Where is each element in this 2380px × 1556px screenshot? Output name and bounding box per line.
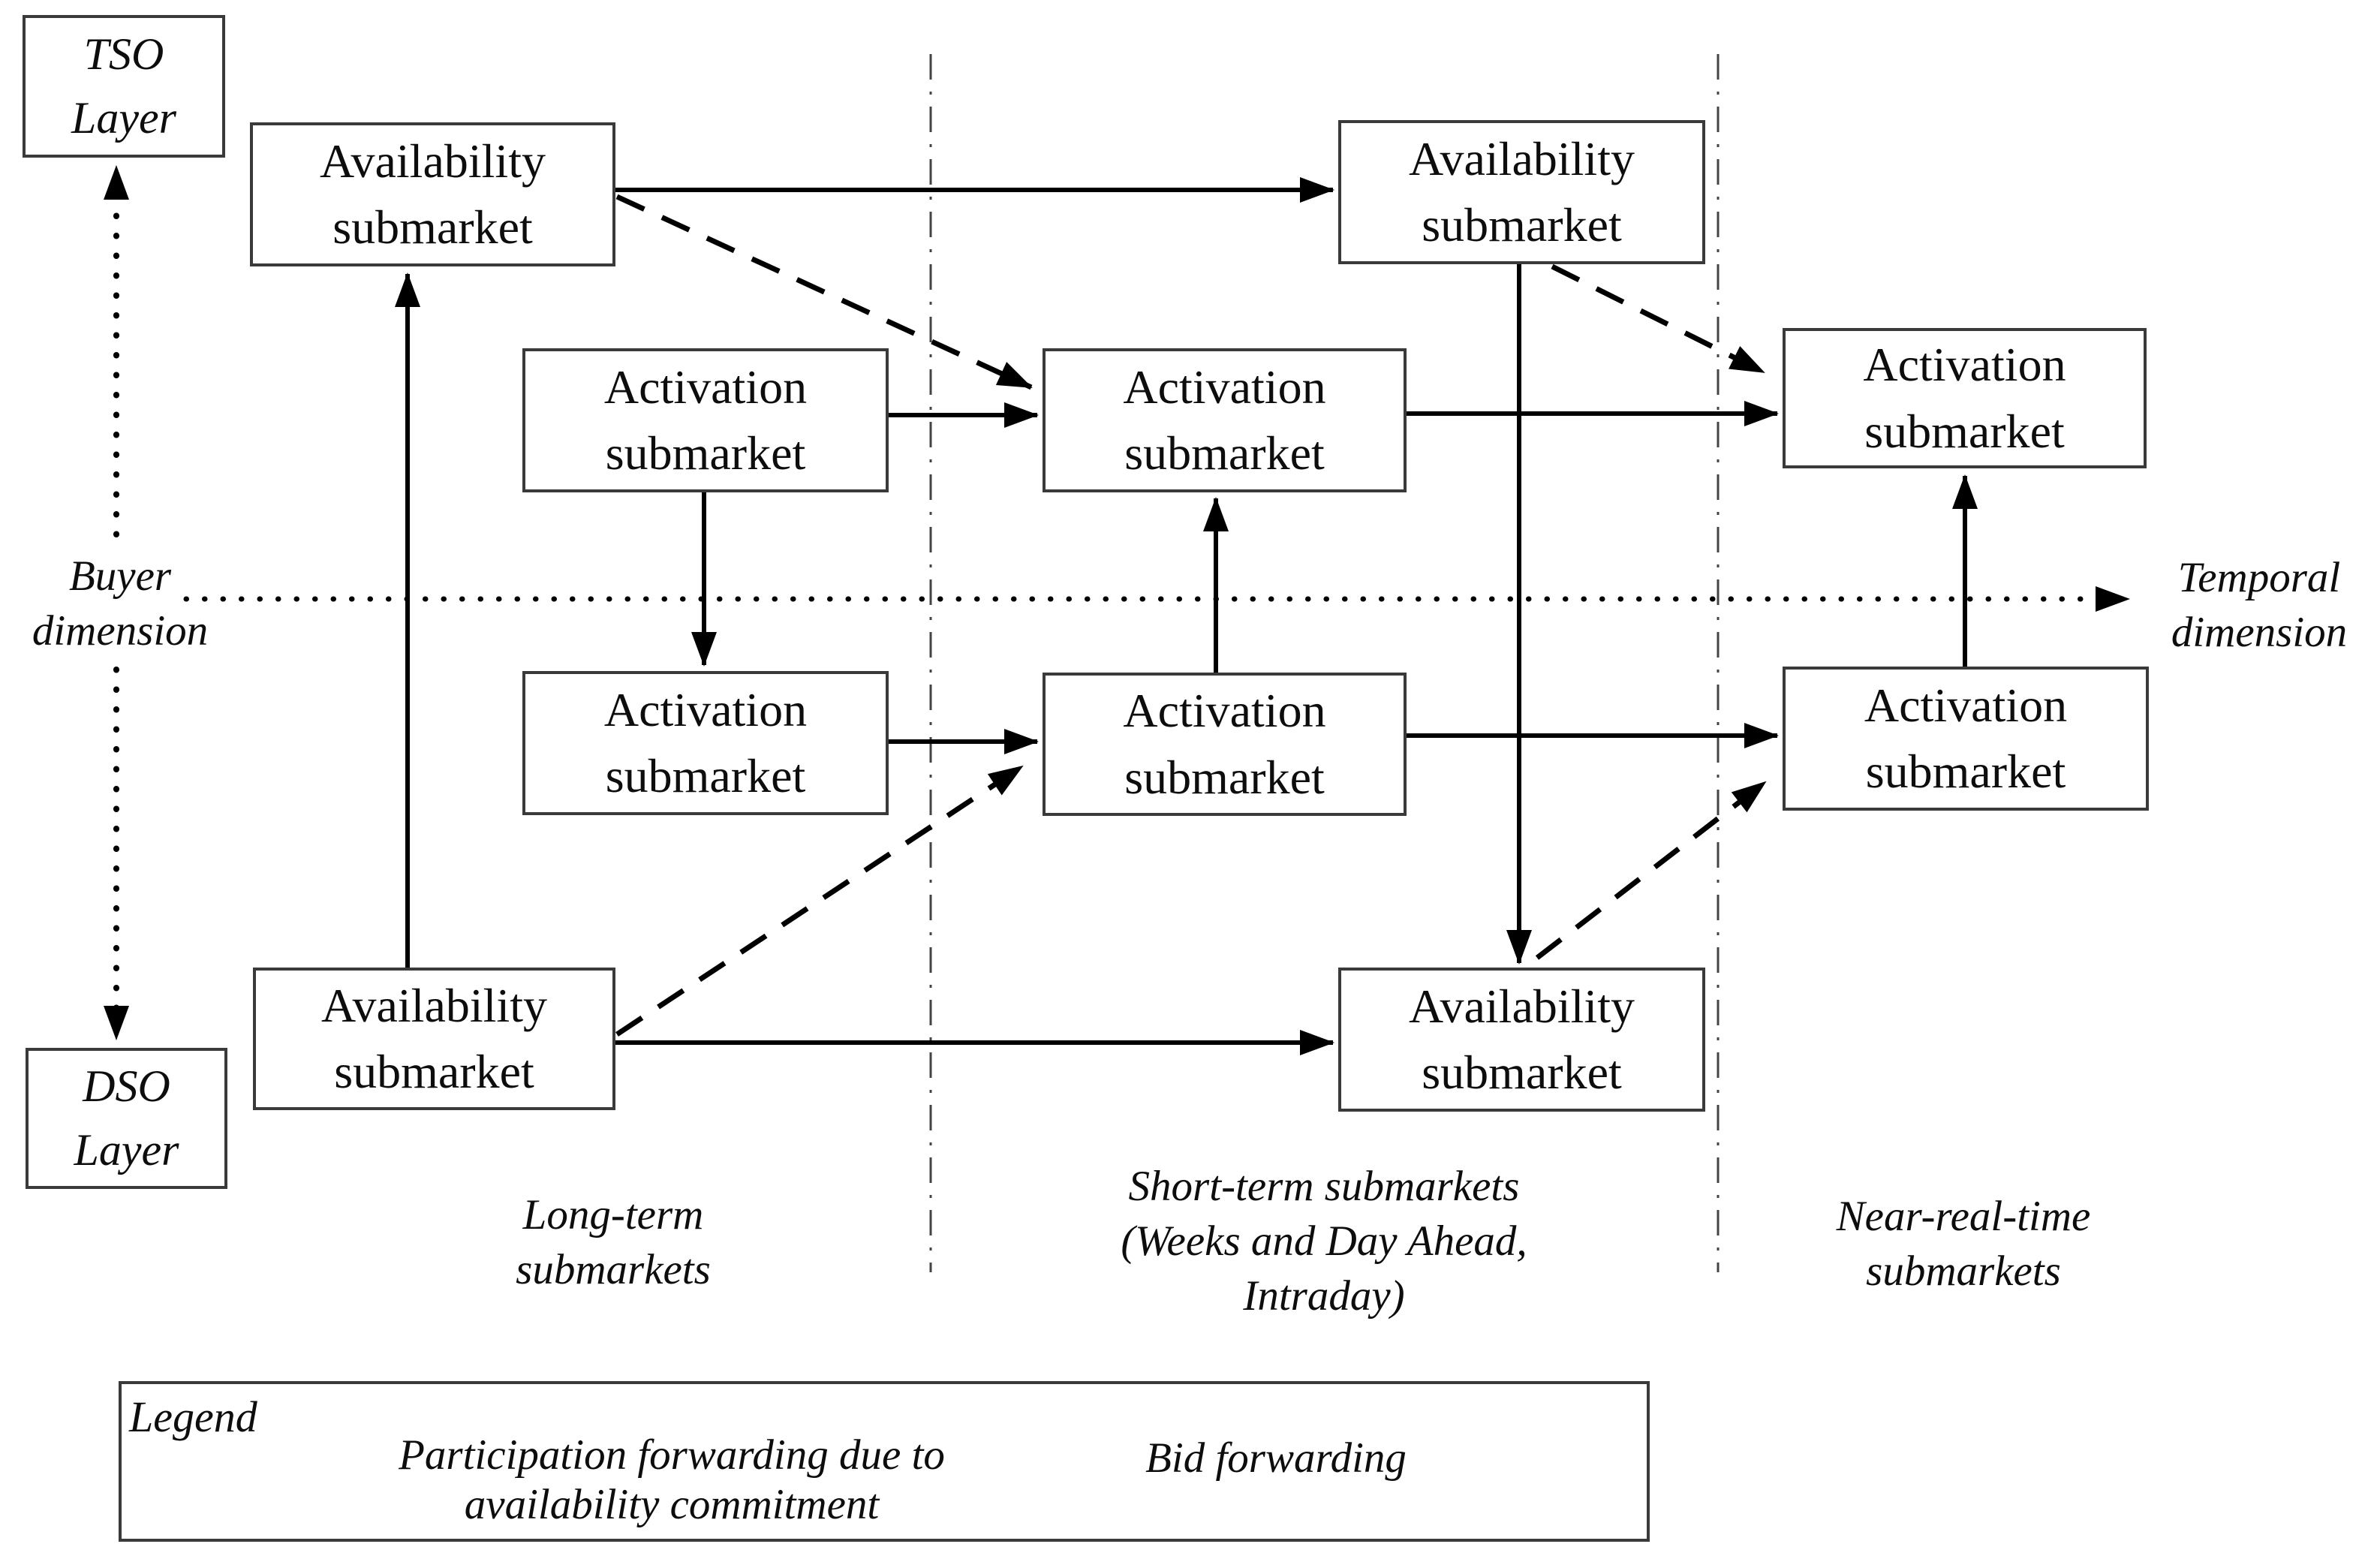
box-label-line: Activation [1864, 678, 2068, 732]
box-label-line: Activation [603, 682, 808, 736]
arrow-participation-availability-dso-shortterm-to-activation-nearrealtime [1535, 780, 1768, 960]
availability-submarket-shortterm-tso: Availability submarket [1338, 120, 1705, 264]
zone-label-nearrealtime: Near-real-time submarkets [1837, 1189, 2091, 1299]
legend-dashed-label-line2: availability commitment [464, 1481, 880, 1528]
legend-box [119, 1381, 1650, 1542]
zone-nearrealtime-line2: submarkets [1866, 1248, 2061, 1295]
buyer-dimension-label: Buyer dimension [32, 549, 208, 658]
temporal-dimension-line1: Temporal [2177, 554, 2341, 601]
box-label-line: submarket [1864, 404, 2065, 458]
arrow-participation-availability-dso-longterm-to-activation-shortterm [615, 764, 1024, 1037]
activation-submarket-shortterm-dso: Activation submarket [1043, 673, 1407, 816]
activation-submarket-longterm-tso: Activation submarket [522, 348, 889, 492]
zone-longterm-line1: Long-term [522, 1191, 704, 1238]
legend-dashed-label-line1: Participation forwarding due to [399, 1431, 945, 1479]
buyer-dimension-line2: dimension [32, 607, 209, 655]
zone-longterm-line2: submarkets [516, 1246, 711, 1293]
box-label-line: Activation [1123, 684, 1326, 738]
box-label-line: Availability [1409, 979, 1635, 1033]
tso-layer-box: TSO Layer [23, 15, 225, 158]
tso-layer-label-line1: TSO [83, 29, 164, 79]
box-label-line: submarket [1422, 1046, 1622, 1099]
tso-layer-label-line2: Layer [71, 93, 176, 143]
box-label-line: submarket [1124, 426, 1325, 480]
buyer-dimension-line1: Buyer [68, 552, 172, 600]
activation-submarket-shortterm-tso: Activation submarket [1043, 348, 1407, 492]
temporal-dimension-line2: dimension [2171, 609, 2348, 656]
zone-shortterm-line1: Short-term submarkets [1128, 1163, 1520, 1210]
arrow-participation-availability-tso-longterm-to-activation-shortterm [615, 194, 1033, 390]
legend-solid-arrow-label: Bid forwarding [1145, 1434, 1407, 1482]
legend-dashed-arrow-label: Participation forwarding due to availabi… [399, 1431, 945, 1530]
activation-submarket-nearrealtime-dso: Activation submarket [1783, 667, 2149, 811]
availability-submarket-longterm-tso: Availability submarket [250, 122, 615, 266]
box-label-line: Availability [321, 978, 547, 1032]
legend-title: Legend [129, 1392, 257, 1441]
box-label-line: submarket [1124, 750, 1325, 804]
box-label-line: submarket [1422, 198, 1622, 251]
dso-layer-box: DSO Layer [26, 1048, 227, 1189]
box-label-line: submarket [605, 749, 806, 802]
box-label-line: submarket [1865, 745, 2066, 798]
zone-label-longterm: Long-term submarkets [516, 1187, 711, 1297]
box-label-line: Availability [320, 134, 546, 188]
dso-layer-label-line2: Layer [74, 1125, 179, 1175]
activation-submarket-longterm-dso: Activation submarket [522, 671, 889, 815]
zone-shortterm-line2: (Weeks and Day Ahead, [1121, 1217, 1527, 1265]
availability-submarket-shortterm-dso: Availability submarket [1338, 968, 1705, 1112]
box-label-line: submarket [332, 200, 533, 254]
dso-layer-label-line1: DSO [83, 1061, 170, 1111]
arrow-participation-availability-tso-shortterm-to-activation-nearrealtime [1551, 263, 1765, 375]
box-label-line: Activation [1863, 338, 2066, 392]
temporal-dimension-label: Temporal dimension [2171, 550, 2347, 660]
box-label-line: Activation [603, 360, 808, 414]
box-label-line: Availability [1409, 131, 1635, 185]
availability-submarket-longterm-dso: Availability submarket [253, 968, 615, 1110]
zone-shortterm-line3: Intraday) [1243, 1272, 1405, 1320]
activation-submarket-nearrealtime-tso: Activation submarket [1783, 328, 2147, 468]
box-label-line: submarket [605, 426, 806, 480]
box-label-line: Activation [1123, 360, 1326, 414]
box-label-line: submarket [334, 1045, 534, 1098]
zone-nearrealtime-line1: Near-real-time [1836, 1193, 2091, 1240]
zone-label-shortterm: Short-term submarkets (Weeks and Day Ahe… [1121, 1159, 1527, 1323]
